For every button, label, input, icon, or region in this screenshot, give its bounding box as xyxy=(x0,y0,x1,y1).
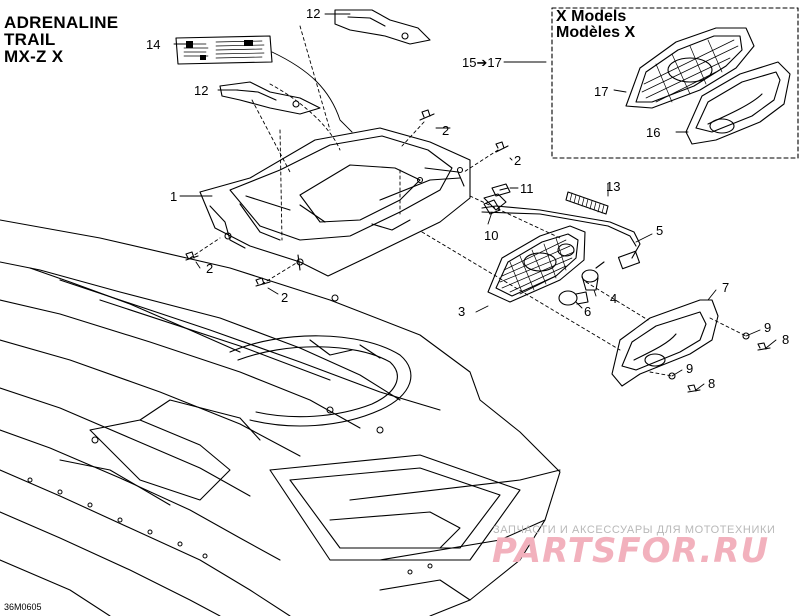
model-line-1: ADRENALINE xyxy=(4,13,119,32)
callout-10: 10 xyxy=(484,228,499,243)
callout-8-bottom: 8 xyxy=(708,376,716,391)
callout-2-right: 2 xyxy=(514,153,522,168)
callout-7: 7 xyxy=(722,280,730,295)
assembly-lines xyxy=(189,25,747,377)
callout-17: 17 xyxy=(594,84,609,99)
seal-part-12-lower xyxy=(219,81,321,115)
callout-1: 1 xyxy=(170,189,178,204)
callout-3: 3 xyxy=(458,304,466,319)
callout-13: 13 xyxy=(606,179,621,194)
x-lens-part-17 xyxy=(625,27,755,109)
model-line-3: MX-Z X xyxy=(4,47,64,66)
callout-2-left: 2 xyxy=(206,261,214,276)
callout-12-mid: 12 xyxy=(194,83,209,98)
seal-part-12-upper xyxy=(334,9,431,45)
callout-5: 5 xyxy=(656,223,664,238)
callout-9-bottom: 9 xyxy=(686,361,694,376)
callout-6: 6 xyxy=(584,304,592,319)
housing-part-1 xyxy=(199,127,471,277)
lens-part-7 xyxy=(611,299,719,387)
callout-4: 4 xyxy=(610,291,618,306)
leader-lines xyxy=(173,13,777,391)
callout-2-bottom: 2 xyxy=(281,290,289,305)
callout-2-top: 2 xyxy=(442,123,450,138)
x-models-title-en: X Models xyxy=(556,8,627,25)
lens-part-3 xyxy=(487,225,586,303)
callout-8-top: 8 xyxy=(782,332,790,347)
screws xyxy=(185,109,771,393)
callout-9-top: 9 xyxy=(764,320,772,335)
callout-14: 14 xyxy=(146,37,161,52)
callout-11: 11 xyxy=(520,181,534,196)
callout-12-top: 12 xyxy=(306,6,321,21)
bulb-part-6 xyxy=(558,290,589,306)
tunnel-frame xyxy=(0,219,561,616)
watermark-subtitle: ЗАПЧАСТИ И АКСЕССУАРЫ ДЛЯ МОТОТЕХНИКИ xyxy=(493,524,776,536)
socket-part-4 xyxy=(581,261,605,291)
figure-code: 36M0605 xyxy=(4,602,42,612)
callout-15-17: 15➔17 xyxy=(462,55,502,70)
decal-part-14 xyxy=(175,35,273,65)
callout-16: 16 xyxy=(646,125,661,140)
watermark-brand: PARTSFOR.RU xyxy=(492,531,770,571)
x-lens-part-16 xyxy=(685,61,791,145)
model-line-2: TRAIL xyxy=(4,30,56,49)
x-models-box xyxy=(551,7,799,159)
strip-part-13 xyxy=(565,191,609,215)
connector-part-11 xyxy=(491,183,511,197)
x-models-title-fr: Modèles X xyxy=(556,24,636,41)
